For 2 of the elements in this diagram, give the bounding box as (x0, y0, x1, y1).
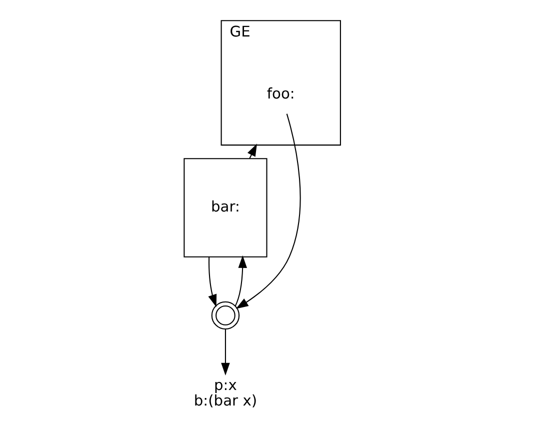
node-text: p:x b:(bar x) (194, 376, 258, 410)
node-text: foo: (266, 86, 295, 103)
